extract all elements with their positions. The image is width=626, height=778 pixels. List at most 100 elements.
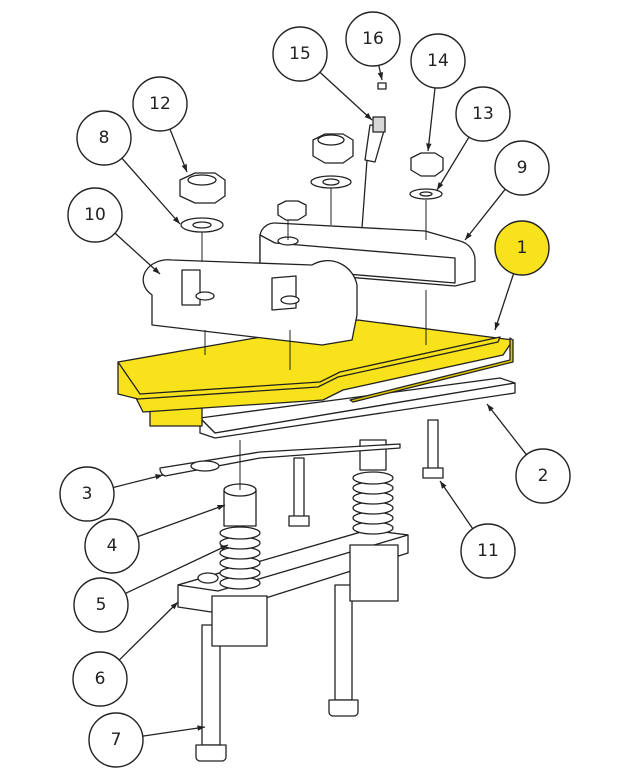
callout-7: 7 — [88, 712, 206, 768]
callout-circle-3 — [59, 466, 115, 522]
bolt-long-rear — [328, 584, 359, 717]
nut-center — [312, 133, 354, 164]
callout-1: 1 — [494, 220, 550, 331]
callout-circle-4 — [84, 518, 140, 574]
callout-leader-3 — [113, 474, 164, 489]
callout-arrowhead-8 — [172, 216, 180, 224]
callout-arrowhead-11 — [440, 481, 447, 489]
bolt-long-front — [195, 624, 227, 762]
callout-circle-1 — [494, 220, 550, 276]
callout-circle-2 — [515, 448, 571, 504]
callout-leader-15 — [319, 71, 373, 121]
assembly-lines — [201, 188, 427, 490]
pin — [361, 116, 386, 229]
callout-leader-7 — [142, 726, 206, 737]
callout-circle-15 — [272, 26, 328, 82]
callout-label-8: 8 — [99, 128, 110, 148]
washer-center — [310, 175, 352, 189]
callout-4: 4 — [84, 504, 226, 574]
callout-arrowhead-3 — [155, 474, 163, 480]
tab-washer — [159, 443, 401, 477]
spring-front — [219, 526, 261, 590]
callout-arrowhead-1 — [494, 322, 500, 330]
callout-circle-8 — [76, 110, 132, 166]
base-plate — [177, 529, 409, 647]
washer-right — [409, 188, 443, 200]
callout-leader-12 — [169, 128, 188, 173]
callout-5: 5 — [73, 544, 229, 633]
callout-label-14: 14 — [427, 51, 449, 71]
callout-label-11: 11 — [477, 541, 499, 561]
callout-leader-14 — [427, 87, 436, 152]
callout-leader-8 — [121, 157, 181, 225]
callout-arrowhead-13 — [437, 182, 444, 190]
callout-8: 8 — [76, 110, 181, 225]
callout-9: 9 — [464, 140, 550, 241]
callout-circle-11 — [460, 523, 516, 579]
clamp-block-front — [142, 259, 358, 346]
callout-arrowhead-6 — [170, 602, 178, 610]
spacer-sleeve — [223, 483, 257, 527]
screw-short-right — [422, 419, 444, 479]
callout-arrowhead-5 — [220, 545, 228, 551]
callout-circle-10 — [67, 187, 123, 243]
callout-label-13: 13 — [472, 104, 494, 124]
callout-label-5: 5 — [96, 595, 107, 615]
callout-label-15: 15 — [289, 44, 311, 64]
callout-leader-5 — [125, 544, 229, 595]
callout-6: 6 — [72, 601, 179, 707]
callout-leader-9 — [464, 188, 506, 241]
callout-circle-6 — [72, 651, 128, 707]
callout-12: 12 — [132, 76, 188, 173]
callout-leader-13 — [436, 136, 470, 191]
screw-short-center — [288, 457, 310, 527]
spring-rear — [352, 439, 394, 535]
callout-label-10: 10 — [84, 205, 106, 225]
callout-15: 15 — [272, 26, 373, 121]
callout-arrowhead-12 — [181, 164, 187, 172]
callout-circle-14 — [410, 33, 466, 89]
nut-right — [410, 152, 444, 177]
callout-label-1: 1 — [517, 238, 528, 258]
callout-circle-9 — [494, 140, 550, 196]
washer-left — [180, 217, 224, 233]
callout-circle-7 — [88, 712, 144, 768]
callout-label-2: 2 — [538, 466, 549, 486]
callout-3: 3 — [59, 466, 164, 522]
callout-leader-2 — [486, 403, 527, 456]
callout-2: 2 — [486, 403, 571, 504]
nut-left — [179, 172, 226, 204]
callout-11: 11 — [439, 480, 516, 579]
lower-plate — [199, 377, 516, 439]
callout-label-6: 6 — [95, 669, 106, 689]
callout-circle-5 — [73, 577, 129, 633]
callout-label-3: 3 — [82, 484, 93, 504]
callout-label-7: 7 — [111, 730, 122, 750]
callout-arrowhead-4 — [217, 504, 225, 511]
callout-arrowhead-9 — [465, 232, 472, 240]
main-plate-highlighted — [117, 319, 514, 427]
callout-arrowhead-7 — [197, 725, 205, 731]
callout-leader-1 — [494, 273, 515, 331]
callout-10: 10 — [67, 187, 161, 275]
callout-arrowhead-2 — [487, 404, 494, 412]
callout-arrowhead-14 — [426, 143, 432, 151]
callout-leader-6 — [118, 601, 179, 661]
callout-label-9: 9 — [517, 158, 528, 178]
callout-13: 13 — [436, 86, 511, 191]
callout-arrowhead-16 — [377, 72, 384, 80]
callout-14: 14 — [410, 33, 466, 152]
callout-circle-12 — [132, 76, 188, 132]
callout-16: 16 — [345, 11, 401, 81]
callout-label-4: 4 — [107, 536, 118, 556]
callout-leader-4 — [137, 504, 226, 538]
callout-label-12: 12 — [149, 94, 171, 114]
callout-leader-11 — [439, 480, 474, 530]
nut-small-center — [277, 200, 307, 221]
callout-arrowhead-10 — [152, 266, 160, 274]
callout-circle-16 — [345, 11, 401, 67]
callout-label-16: 16 — [362, 29, 384, 49]
